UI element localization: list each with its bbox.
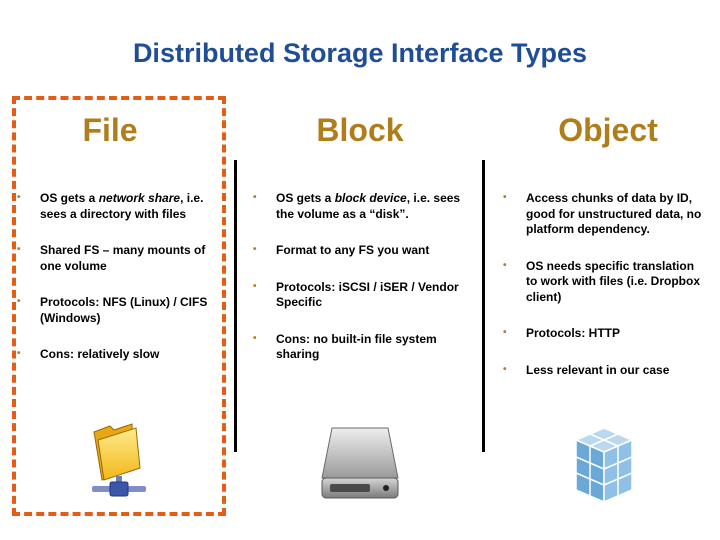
- list-item: Cons: relatively slow: [16, 346, 212, 363]
- list-item: Access chunks of data by ID, good for un…: [502, 190, 702, 238]
- block-bullets: OS gets a block device, i.e. sees the vo…: [252, 190, 468, 384]
- hard-drive-icon: [321, 427, 399, 499]
- object-bullets: Access chunks of data by ID, good for un…: [502, 190, 702, 399]
- list-item: Format to any FS you want: [252, 242, 468, 259]
- network-folder-icon: [92, 423, 146, 497]
- file-bullets: OS gets a network share, i.e. sees a dir…: [16, 190, 212, 384]
- list-item: Cons: no built-in file system sharing: [252, 331, 468, 363]
- heading-file: File: [82, 112, 138, 148]
- list-item: Less relevant in our case: [502, 362, 702, 379]
- list-item: Shared FS – many mounts of one volume: [16, 242, 212, 274]
- list-item: Protocols: HTTP: [502, 325, 702, 342]
- slide-title: Distributed Storage Interface Types: [132, 38, 588, 68]
- list-item: OS gets a block device, i.e. sees the vo…: [252, 190, 468, 222]
- column-divider-right: [482, 160, 485, 452]
- list-item: OS gets a network share, i.e. sees a dir…: [16, 190, 212, 222]
- file-highlight-box: [12, 96, 226, 516]
- object-storage-cubes-icon: [574, 427, 634, 504]
- column-divider-left: [234, 160, 237, 452]
- heading-block: Block: [316, 112, 404, 148]
- list-item: Protocols: iSCSI / iSER / Vendor Specifi…: [252, 279, 468, 311]
- list-item: OS needs specific translation to work wi…: [502, 258, 702, 306]
- heading-object: Object: [558, 112, 658, 148]
- list-item: Protocols: NFS (Linux) / CIFS (Windows): [16, 294, 212, 326]
